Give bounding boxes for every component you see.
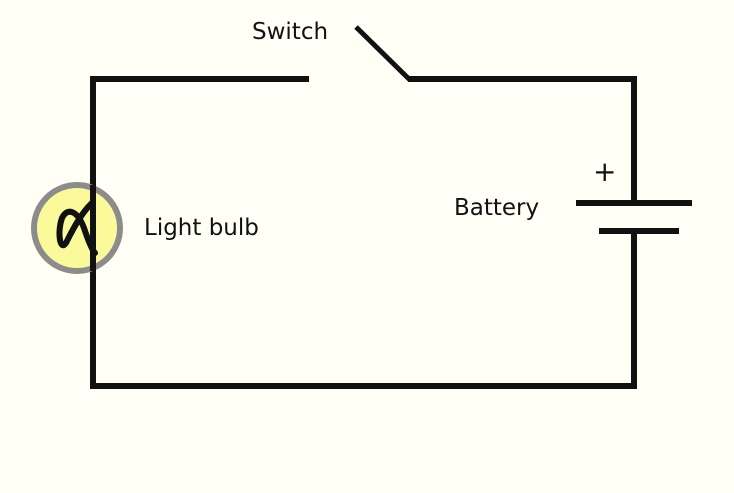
switch-lever [354, 25, 412, 82]
battery-label: Battery [454, 195, 540, 221]
wire-top-right [408, 76, 637, 203]
light-bulb-symbol [31, 182, 123, 274]
light-bulb-label: Light bulb [144, 215, 259, 241]
battery-positive-label: + [593, 155, 617, 188]
battery-symbol [576, 200, 692, 234]
wire-top-left [90, 76, 637, 389]
switch-label: Switch [252, 19, 329, 45]
light-bulb-filament-icon [56, 200, 98, 256]
